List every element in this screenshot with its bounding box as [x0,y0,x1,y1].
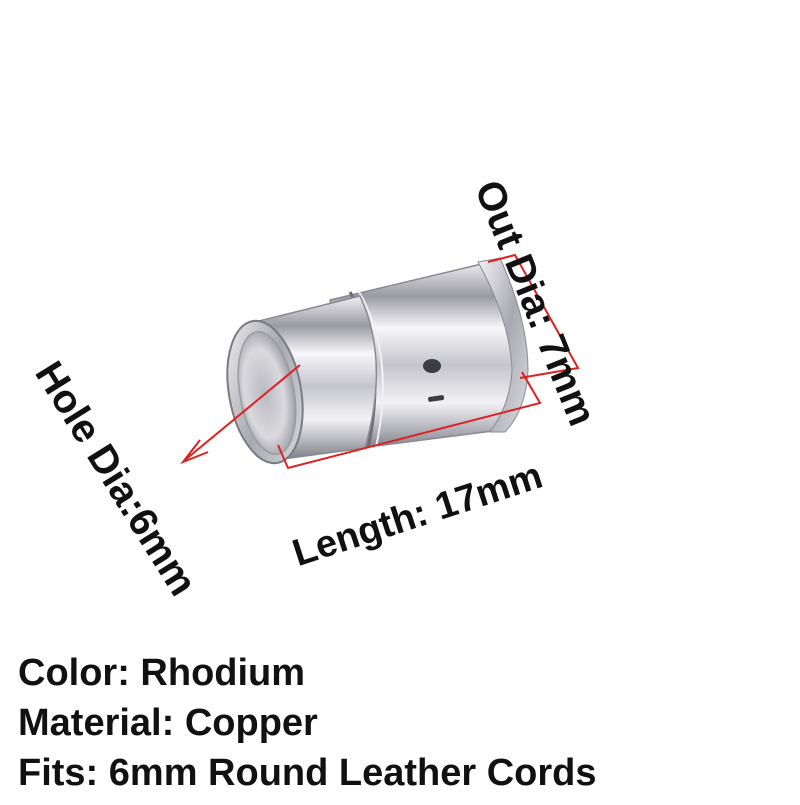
hole-dia-arrow-line [184,364,301,461]
dimension-lines [179,253,580,470]
clasp-body [226,257,529,465]
spec-fits: Fits: 6mm Round Leather Cords [18,752,597,794]
hole-dia-arrow-head [179,439,209,465]
spec-material: Material: Copper [18,702,318,744]
spec-color: Color: Rhodium [18,652,306,694]
spec-list: Color: Rhodium Material: Copper Fits: 6m… [18,648,788,798]
length-bracket [277,371,542,470]
out-dia-bracket [487,253,580,379]
